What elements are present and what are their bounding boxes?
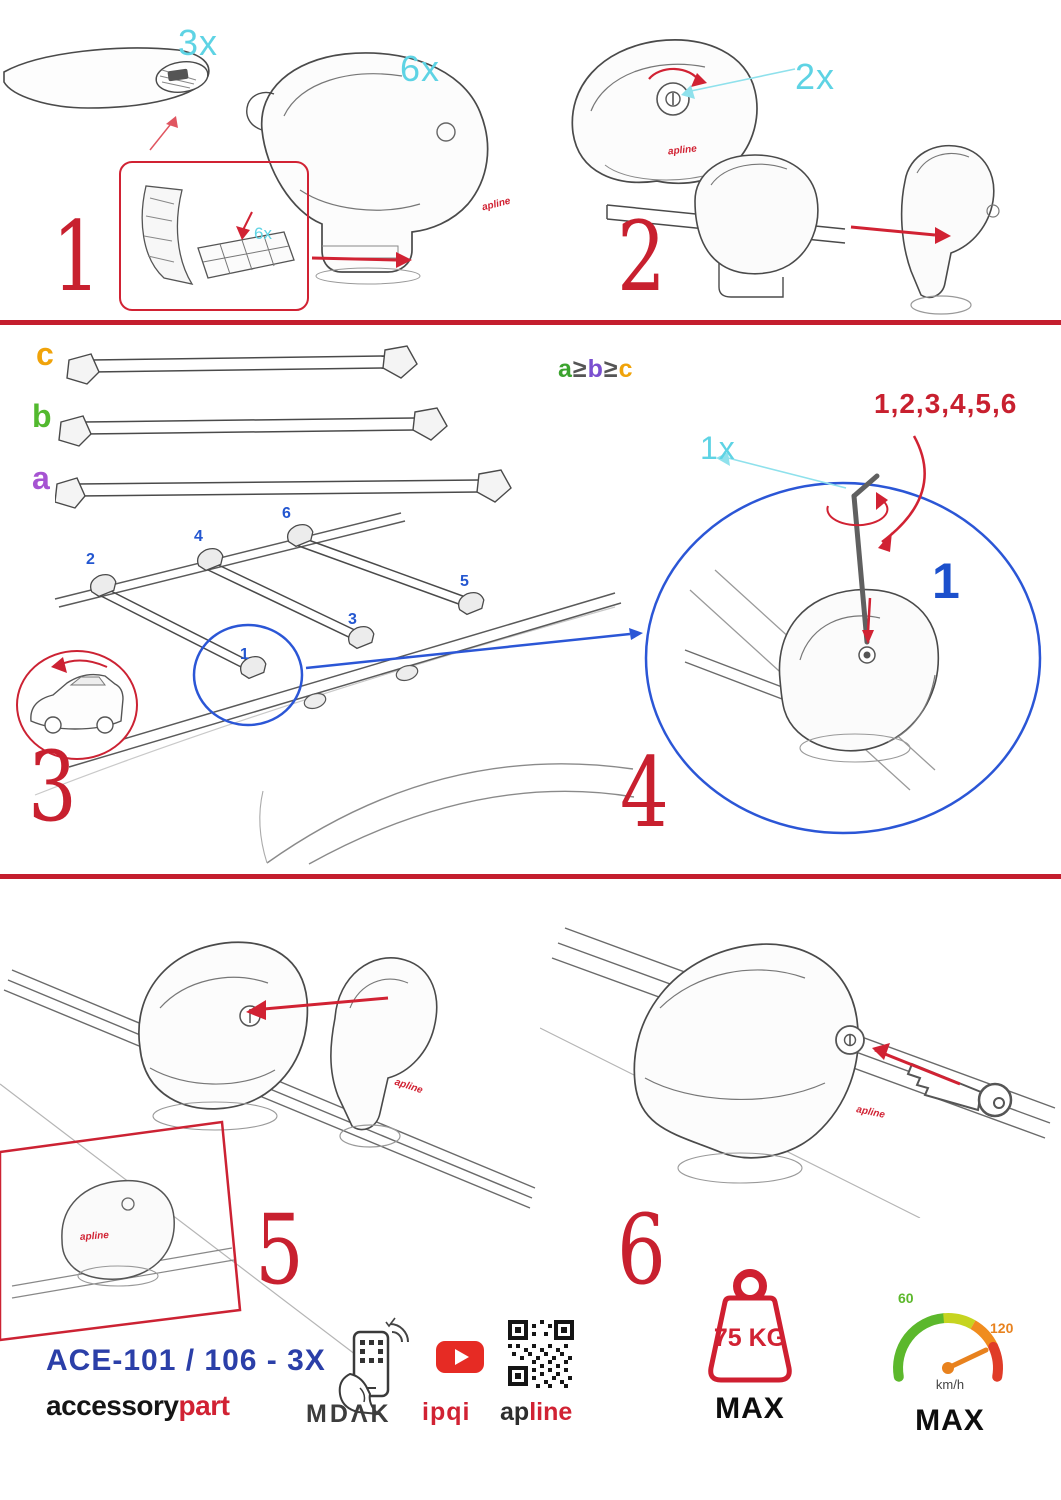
size-rule-ge2: ≥ (603, 355, 619, 383)
step-1-number: 1 (52, 201, 101, 313)
position-number-2: 2 (86, 551, 95, 568)
position-number-5: 5 (460, 573, 469, 590)
speedometer-needle (945, 1347, 989, 1371)
step-5-number: 5 (255, 1194, 304, 1306)
pad-to-foot-arrow (311, 256, 397, 262)
detail-panel (0, 1120, 242, 1342)
lockable-foot-drawing (633, 943, 865, 1184)
lock-foot-drawing (571, 39, 758, 185)
clamp-cover-drawing (330, 957, 438, 1148)
size-rule: a≥b≥c (558, 355, 634, 384)
accessorypart-logo: accessorypart (46, 1390, 230, 1422)
brand-part: part (178, 1390, 230, 1421)
step-3-number: 3 (28, 731, 77, 843)
position-number-4: 4 (194, 528, 203, 545)
hex-key-drawing (851, 473, 880, 645)
step-2-number: 2 (617, 201, 666, 313)
hex-key-qty-label: 1x (700, 430, 736, 466)
ipqi-logo: ipqi (422, 1398, 471, 1426)
weight-max-label: MAX (715, 1392, 785, 1425)
phone-scan-icon (338, 1317, 409, 1416)
youtube-icon (436, 1341, 484, 1373)
speedometer-icon (893, 1313, 1003, 1382)
pointer-arrowhead (166, 116, 178, 128)
speed-unit-label: km/h (935, 1377, 965, 1392)
zoom-source-circle (192, 623, 304, 727)
mounted-foot-drawing (138, 941, 309, 1131)
speed-high-label: 120 (990, 1320, 1014, 1336)
key-drawing (906, 1062, 1013, 1118)
size-rule-a: a (558, 355, 573, 383)
attach-endcap-arrow (850, 225, 936, 237)
crossbar-b-drawing (58, 407, 448, 447)
sequence-first-number: 1 (932, 553, 960, 609)
insert-key-arrow (874, 1048, 961, 1086)
hexkey-qty-leader (727, 457, 847, 489)
tightening-sequence: 1,2,3,4,5,6 (874, 388, 1018, 419)
crossbar-qty-label: 3x (178, 22, 219, 63)
weight-limit-icon (708, 1269, 792, 1383)
speed-max-label: MAX (915, 1404, 985, 1437)
rotate-key-arrow (826, 499, 889, 527)
step2-drawing (571, 39, 1000, 315)
crossbar-c-drawing (66, 345, 418, 385)
position-number-1: 1 (240, 646, 249, 663)
pad-to-foot-arrowhead (396, 252, 412, 268)
crossbar-lengths-drawing (55, 345, 512, 509)
size-rule-b: b (587, 355, 604, 383)
apline-line: line (529, 1398, 573, 1426)
section-divider-2 (0, 874, 1061, 879)
step-4-number: 4 (620, 737, 669, 849)
rubber-pad-detail-box (119, 161, 309, 311)
car-roof-drawing (34, 512, 635, 865)
position-number-6: 6 (282, 505, 291, 522)
zoomed-foot-drawing (684, 569, 940, 791)
step5-drawing (0, 941, 536, 1358)
brand-accessory: accessory (46, 1390, 179, 1421)
crossbar-a-drawing (55, 469, 512, 509)
bar-and-endcap-drawing (606, 144, 1000, 315)
model-number: ACE-101 / 106 - 3X (46, 1344, 326, 1377)
size-rule-c: c (618, 355, 634, 383)
part-logo-step5-panel: apline (79, 1230, 110, 1243)
step4-zoom-drawing (644, 435, 1042, 835)
rotate-lock-arrow (648, 67, 700, 82)
lock-qty-label: 2x (795, 56, 836, 97)
apline-ap: ap (500, 1398, 530, 1426)
zoom-link-arrow (305, 628, 643, 670)
step6-drawing (540, 927, 1056, 1218)
step-6-number: 6 (617, 1194, 666, 1306)
position-number-3: 3 (348, 611, 357, 628)
step1-drawing (3, 47, 489, 311)
bar-length-label-c: c (36, 336, 54, 372)
mdak-logo: MDΛK (306, 1400, 392, 1428)
foot-assembly-drawing (246, 52, 489, 285)
pad-qty-label: 6x (254, 224, 272, 243)
crossbar-end-drawing (3, 47, 210, 109)
qr-code-icon (506, 1318, 576, 1388)
car-side-view (16, 650, 138, 760)
feet-qty-label: 6x (400, 48, 441, 89)
sequence-arrow (881, 435, 926, 543)
size-rule-ge1: ≥ (572, 355, 588, 383)
weight-limit-value: 75 KG (713, 1324, 787, 1352)
bar-length-label-a: a (32, 460, 50, 496)
bar-length-label-b: b (32, 398, 52, 434)
tighten-arrow (866, 597, 872, 633)
roof-overview-drawing (16, 512, 635, 865)
insert-cover-arrow (251, 996, 389, 1012)
apline-logo: apline (500, 1398, 572, 1427)
speed-low-label: 60 (898, 1290, 914, 1306)
qty-leader-line (690, 68, 796, 92)
section-divider-1 (0, 320, 1061, 325)
